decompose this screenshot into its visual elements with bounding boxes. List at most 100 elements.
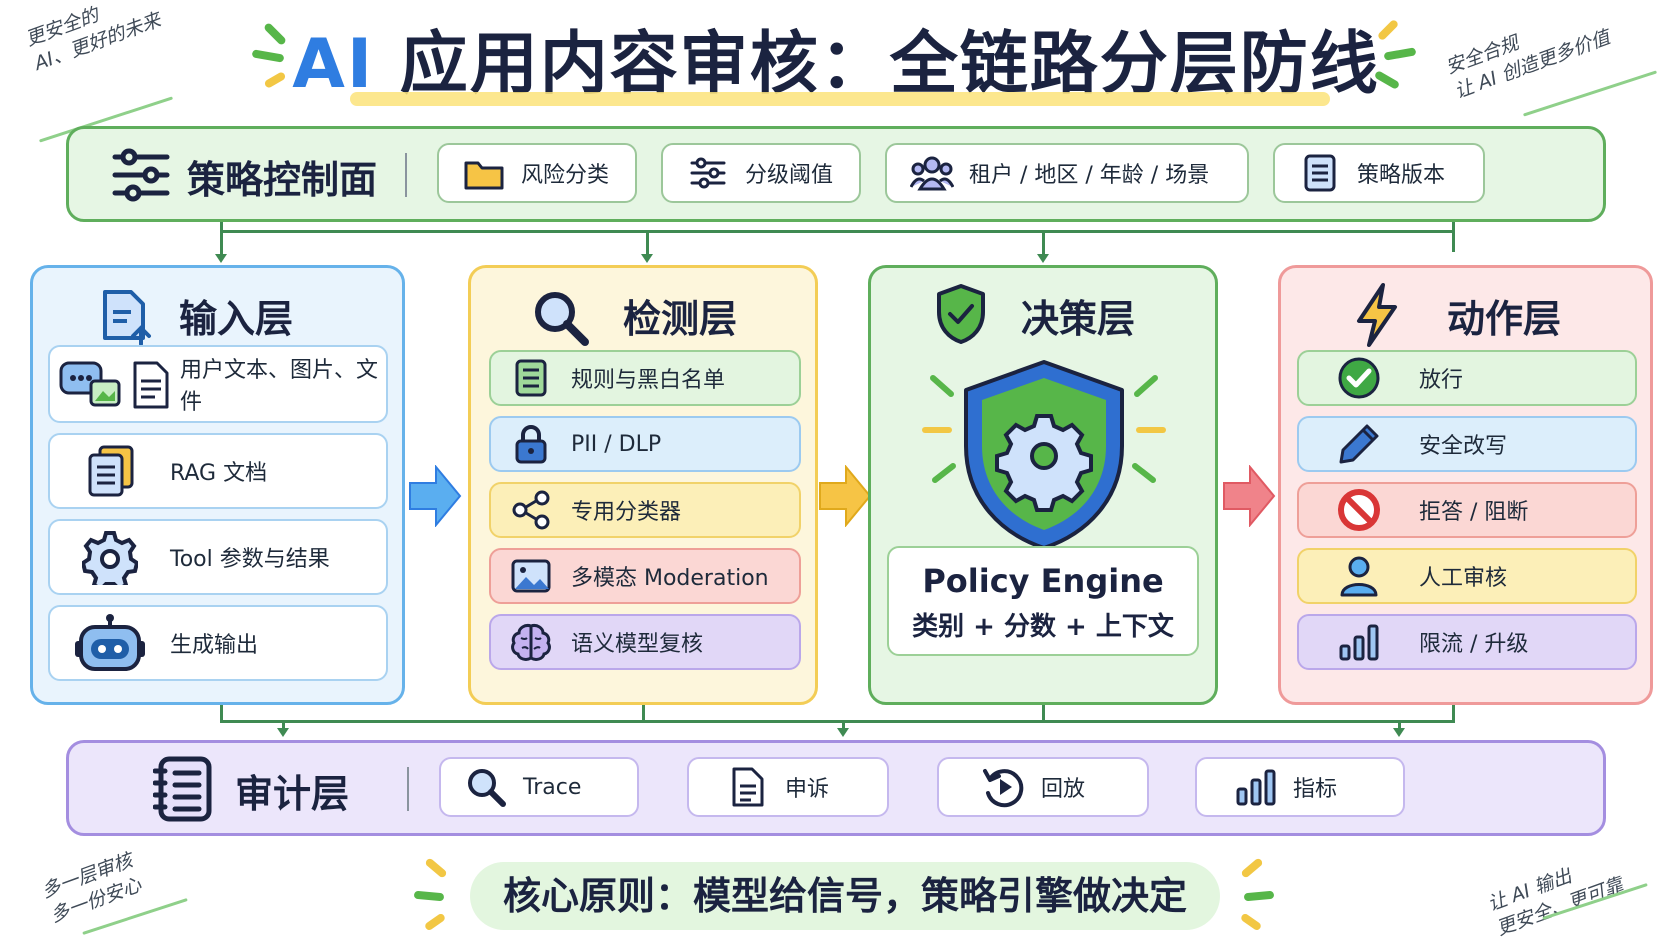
- connector-line: [220, 230, 1452, 233]
- audit-item-label: Trace: [523, 774, 582, 800]
- policy-bar-title: 策略控制面: [187, 158, 378, 202]
- audit-item-metrics[interactable]: 指标: [1195, 757, 1405, 817]
- connector-arrow: [837, 728, 849, 737]
- flow-arrow-right: [1222, 464, 1276, 531]
- action-item-rewrite[interactable]: 安全改写: [1297, 416, 1637, 472]
- folder-icon: [461, 153, 507, 193]
- corner-note-bottom-right: 让 AI 输出 更安全、更可靠: [1484, 848, 1627, 941]
- upload-document-icon: [99, 288, 155, 350]
- shield-gear-icon: [899, 356, 1189, 560]
- share-nodes-icon: [491, 487, 571, 533]
- document-icon: [1297, 153, 1343, 193]
- input-item-user-content[interactable]: 用户文本、图片、文件: [48, 345, 388, 423]
- search-icon: [531, 288, 591, 352]
- brain-icon: [491, 619, 571, 665]
- detect-item-rules[interactable]: 规则与黑白名单: [489, 350, 801, 406]
- audit-layer-bar: 审计层 Trace 申诉 回放 指标: [66, 740, 1606, 836]
- input-item-label: 用户文本、图片、文件: [180, 358, 379, 415]
- connector-line: [220, 705, 223, 721]
- connector-line: [220, 720, 1455, 723]
- audit-item-label: 回放: [1041, 777, 1086, 802]
- decision-layer-panel: 决策层 Policy Engine 类别 + 分数 + 上下文: [868, 265, 1218, 705]
- robot-icon: [50, 614, 170, 671]
- detect-item-semantic-review[interactable]: 语义模型复核: [489, 614, 801, 670]
- detection-layer-panel: 检测层 规则与黑白名单 PII / DLP 专用分类器 多模态 Moderati…: [468, 265, 818, 705]
- connector-line: [642, 705, 645, 721]
- input-item-generated-output[interactable]: 生成输出: [48, 605, 388, 681]
- connector-arrow: [277, 728, 289, 737]
- audit-item-appeal[interactable]: 申诉: [687, 757, 889, 817]
- action-item-rate-limit[interactable]: 限流 / 升级: [1297, 614, 1637, 670]
- policy-item-scope[interactable]: 租户 / 地区 / 年龄 / 场景: [885, 143, 1249, 203]
- policy-item-label: 策略版本: [1357, 163, 1446, 188]
- input-layer-title: 输入层: [179, 297, 294, 341]
- policy-item-version[interactable]: 策略版本: [1273, 143, 1485, 203]
- page-title: AI 应用内容审核：全链路分层防线: [0, 8, 1672, 107]
- connector-line: [1452, 222, 1455, 252]
- connector-line: [842, 720, 845, 728]
- gear-icon: [50, 531, 170, 585]
- connector-line: [220, 222, 223, 232]
- audit-item-label: 指标: [1293, 777, 1338, 802]
- chat-image-file-icon: [50, 361, 180, 409]
- detect-item-label: 规则与黑白名单: [571, 368, 726, 393]
- lightning-icon: [1353, 282, 1401, 352]
- policy-item-label: 分级阈值: [745, 163, 834, 188]
- action-item-label: 人工审核: [1419, 566, 1508, 591]
- input-item-tool-params[interactable]: Tool 参数与结果: [48, 519, 388, 595]
- connector-arrow: [641, 254, 653, 263]
- action-item-human-review[interactable]: 人工审核: [1297, 548, 1637, 604]
- documents-icon: [50, 445, 170, 497]
- input-layer-panel: 输入层 用户文本、图片、文件 RAG 文档 Tool 参数与结果 生成输出: [30, 265, 405, 705]
- detection-layer-title: 检测层: [623, 297, 738, 341]
- core-principle-banner: 核心原则：模型给信号，策略引擎做决定: [470, 862, 1220, 930]
- sparkle-decoration: [423, 912, 447, 932]
- shield-check-icon: [933, 282, 989, 350]
- connector-arrow: [1393, 728, 1405, 737]
- action-item-label: 拒答 / 阻断: [1419, 500, 1529, 525]
- detect-item-label: 语义模型复核: [571, 632, 704, 657]
- image-icon: [491, 553, 571, 599]
- list-document-icon: [491, 355, 571, 401]
- detect-item-classifier[interactable]: 专用分类器: [489, 482, 801, 538]
- action-item-block[interactable]: 拒答 / 阻断: [1297, 482, 1637, 538]
- connector-line: [220, 230, 223, 254]
- input-item-rag-docs[interactable]: RAG 文档: [48, 433, 388, 509]
- sparkle-decoration: [424, 857, 448, 879]
- divider: [405, 153, 407, 197]
- sparkle-decoration: [1243, 890, 1275, 902]
- detect-item-label: 专用分类器: [571, 500, 682, 525]
- policy-control-bar: 策略控制面 风险分类 分级阈值 租户 / 地区 / 年龄 / 场景 策略版本: [66, 126, 1606, 222]
- audit-item-replay[interactable]: 回放: [937, 757, 1149, 817]
- audit-item-trace[interactable]: Trace: [439, 757, 639, 817]
- replay-icon: [981, 767, 1027, 808]
- detect-item-pii-dlp[interactable]: PII / DLP: [489, 416, 801, 472]
- action-layer-title: 动作层: [1447, 297, 1562, 341]
- flow-arrow-right: [818, 464, 872, 531]
- pencil-icon: [1299, 421, 1419, 467]
- detect-item-label: 多模态 Moderation: [571, 566, 769, 591]
- input-item-label: 生成输出: [170, 633, 259, 658]
- users-icon: [909, 153, 955, 193]
- detect-item-multimodal[interactable]: 多模态 Moderation: [489, 548, 801, 604]
- sparkle-decoration: [413, 890, 445, 902]
- policy-item-threshold[interactable]: 分级阈值: [661, 143, 861, 203]
- divider: [407, 767, 409, 811]
- sparkle-decoration: [1240, 857, 1264, 879]
- title-underline: [350, 92, 1330, 106]
- sliders-icon: [111, 147, 171, 207]
- title-prefix: AI: [292, 25, 375, 104]
- bar-chart-icon: [1233, 767, 1279, 807]
- input-item-label: RAG 文档: [170, 461, 268, 486]
- flow-arrow-right: [408, 464, 462, 531]
- audit-bar-title: 审计层: [235, 772, 350, 816]
- connector-line: [1042, 705, 1045, 721]
- connector-line: [1452, 705, 1455, 721]
- lock-icon: [491, 421, 571, 467]
- action-item-allow[interactable]: 放行: [1297, 350, 1637, 406]
- block-icon: [1299, 487, 1419, 533]
- audit-item-label: 申诉: [785, 777, 830, 802]
- connector-line: [646, 230, 649, 254]
- policy-item-risk-category[interactable]: 风险分类: [437, 143, 637, 203]
- bar-chart-icon: [1299, 619, 1419, 665]
